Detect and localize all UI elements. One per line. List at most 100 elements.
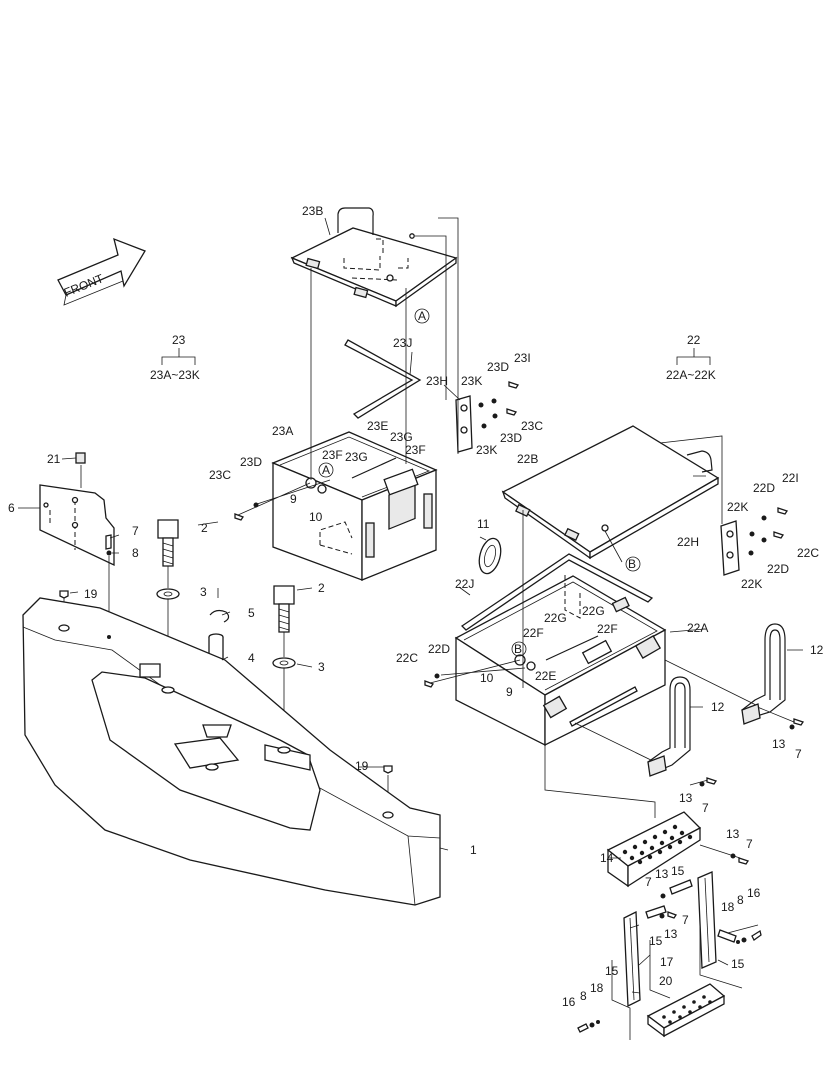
washer-left	[156, 588, 180, 600]
callout-9-a: 9	[290, 492, 297, 506]
callout-5: 5	[248, 606, 255, 620]
upper-seal-strip	[344, 339, 422, 419]
callout-7-e: 7	[645, 875, 652, 889]
group-22-title: 22	[687, 333, 701, 347]
callout-15-a: 15	[671, 864, 685, 878]
callout-15-d: 15	[605, 964, 619, 978]
callout-13-a: 13	[772, 737, 786, 751]
counterweight	[22, 597, 441, 906]
callout-16-b: 16	[562, 995, 576, 1009]
callout-22G-a: 22G	[544, 611, 567, 625]
grab-handle-upper	[741, 623, 786, 725]
group-23-heading: 23 23A~23K	[150, 333, 200, 382]
callout-22K-a: 22K	[727, 500, 748, 514]
callout-22K-b: 22K	[741, 577, 762, 591]
callout-19-b: 19	[355, 759, 369, 773]
snap-clip	[209, 609, 230, 623]
bolt-left	[157, 519, 179, 567]
lower-step	[646, 983, 726, 1038]
callout-22G-b: 22G	[582, 604, 605, 618]
callout-23G-a: 23G	[345, 450, 368, 464]
callout-B-b: B	[514, 642, 522, 656]
callout-22E: 22E	[535, 669, 556, 683]
callout-17: 17	[660, 955, 674, 969]
callout-3-b: 3	[318, 660, 325, 674]
callout-22D-c: 22D	[428, 642, 450, 656]
callout-23C-a: 23C	[521, 419, 543, 433]
callout-8-c: 8	[580, 989, 587, 1003]
callout-9-b: 9	[506, 685, 513, 699]
callout-23F-b: 23F	[405, 443, 426, 457]
callout-22B: 22B	[517, 452, 538, 466]
callout-20: 20	[659, 974, 673, 988]
callout-7-c: 7	[702, 801, 709, 815]
callout-21: 21	[47, 452, 61, 466]
step-bracket-left	[623, 910, 641, 1008]
callout-10-a: 10	[309, 510, 323, 524]
callout-2-a: 2	[201, 521, 208, 535]
callout-16-a: 16	[747, 886, 761, 900]
callout-22J: 22J	[455, 577, 474, 591]
callout-7-f: 7	[682, 913, 689, 927]
callout-12-a: 12	[810, 643, 824, 657]
callout-1: 1	[470, 843, 477, 857]
step-bracket-right	[697, 871, 717, 969]
callout-7-d: 7	[746, 837, 753, 851]
callout-23D-b: 23D	[500, 431, 522, 445]
callout-23D-a: 23D	[487, 360, 509, 374]
callout-22C-b: 22C	[396, 651, 418, 665]
callout-10-b: 10	[480, 671, 494, 685]
callout-22D-b: 22D	[767, 562, 789, 576]
callout-15-c: 15	[731, 957, 745, 971]
front-arrow: FRONT	[57, 237, 146, 306]
lower-box-lid	[501, 425, 720, 560]
bolt-right	[273, 585, 295, 633]
callout-23B: 23B	[302, 204, 323, 218]
callout-A-mid: A	[322, 463, 330, 477]
callout-8-a: 8	[132, 546, 139, 560]
group-22-range: 22A~22K	[666, 368, 716, 382]
grab-handle-lower	[647, 676, 691, 777]
callout-13-e: 13	[664, 927, 678, 941]
callout-23C-b: 23C	[209, 468, 231, 482]
callout-23F-a: 23F	[322, 448, 343, 462]
upper-step	[606, 811, 702, 888]
callout-23G-b: 23G	[390, 430, 413, 444]
callout-8-b: 8	[737, 893, 744, 907]
upper-box-lid	[290, 207, 458, 308]
callout-B-a: B	[628, 557, 636, 571]
callout-18-a: 18	[721, 900, 735, 914]
callout-15-b: 15	[649, 934, 663, 948]
callout-2-b: 2	[318, 581, 325, 595]
lower-seal-strip	[460, 553, 654, 631]
callout-23E: 23E	[367, 419, 388, 433]
group-23-range: 23A~23K	[150, 368, 200, 382]
callout-3-a: 3	[200, 585, 207, 599]
lower-battery-box	[454, 575, 667, 747]
callout-13-b: 13	[679, 791, 693, 805]
callout-22A: 22A	[687, 621, 708, 635]
callout-22H: 22H	[677, 535, 699, 549]
callout-22F-a: 22F	[523, 626, 544, 640]
callout-23I: 23I	[514, 351, 531, 365]
callout-22C-a: 22C	[797, 546, 819, 560]
group-23-title: 23	[172, 333, 186, 347]
callout-A-top: A	[418, 309, 426, 323]
callout-13-d: 13	[655, 867, 669, 881]
callout-23H: 23H	[426, 374, 448, 388]
callout-14: 14	[600, 851, 614, 865]
callout-labels: 23B A 23J 23H 23K 23D 23I 23C 23D 23K 23…	[8, 204, 824, 1009]
callout-19-a: 19	[84, 587, 98, 601]
upper-latch	[455, 395, 473, 453]
group-22-heading: 22 22A~22K	[666, 333, 716, 382]
callout-11: 11	[477, 517, 490, 531]
callout-22F-b: 22F	[597, 622, 618, 636]
washer-right	[272, 657, 296, 669]
upper-battery-box	[271, 431, 438, 581]
callout-23K-b: 23K	[476, 443, 497, 457]
callout-23K-a: 23K	[461, 374, 482, 388]
callout-4: 4	[248, 651, 255, 665]
callout-7-b: 7	[795, 747, 802, 761]
callout-23D-c: 23D	[240, 455, 262, 469]
callout-13-c: 13	[726, 827, 740, 841]
